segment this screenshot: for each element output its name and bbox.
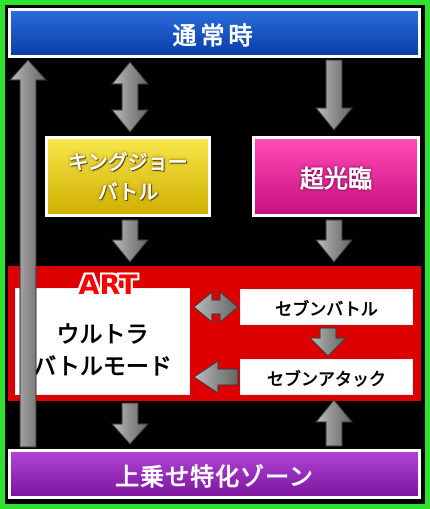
arrow-choukourin-to-art (314, 219, 354, 263)
choukourin-label: 超光臨 (300, 165, 372, 193)
arrow-art-to-uwanose (110, 402, 150, 445)
arrow-uwanose-to-normal (8, 59, 48, 448)
arrow-uwanose-to-seven-attack (314, 399, 354, 447)
ultra-battle-mode-line2: バトルモード (33, 353, 172, 380)
arrow-king-joe-to-art (110, 219, 150, 263)
arrow-seven-attack-to-art (193, 360, 239, 394)
arrow-seven-battle-to-attack (308, 327, 348, 357)
art-tag: ART (78, 270, 138, 301)
king-joe-label-line1: キングジョー (68, 149, 188, 174)
ultra-battle-mode-line1: ウルトラ (56, 321, 149, 348)
seven-attack-label: セブンアタック (267, 369, 386, 390)
choukourin-box: 超光臨 (252, 136, 420, 217)
ultra-battle-mode-box: ウルトラ バトルモード (15, 288, 190, 395)
normal-state-box: 通常時 (8, 8, 421, 58)
arrow-normal-to-choukourin (314, 59, 354, 131)
king-joe-battle-box: キングジョー バトル (45, 136, 211, 217)
uwanose-zone-box: 上乗せ特化ゾーン (8, 449, 421, 499)
arrow-normal-king-joe (110, 61, 150, 133)
normal-state-label: 通常時 (172, 21, 257, 50)
seven-battle-label: セブンバトル (275, 299, 378, 320)
king-joe-label-line2: バトル (97, 179, 159, 204)
arrow-art-seven-battle (193, 290, 239, 324)
seven-battle-box: セブンバトル (240, 289, 413, 325)
seven-attack-box: セブンアタック (240, 359, 413, 395)
uwanose-zone-label: 上乗せ特化ゾーン (115, 462, 314, 491)
